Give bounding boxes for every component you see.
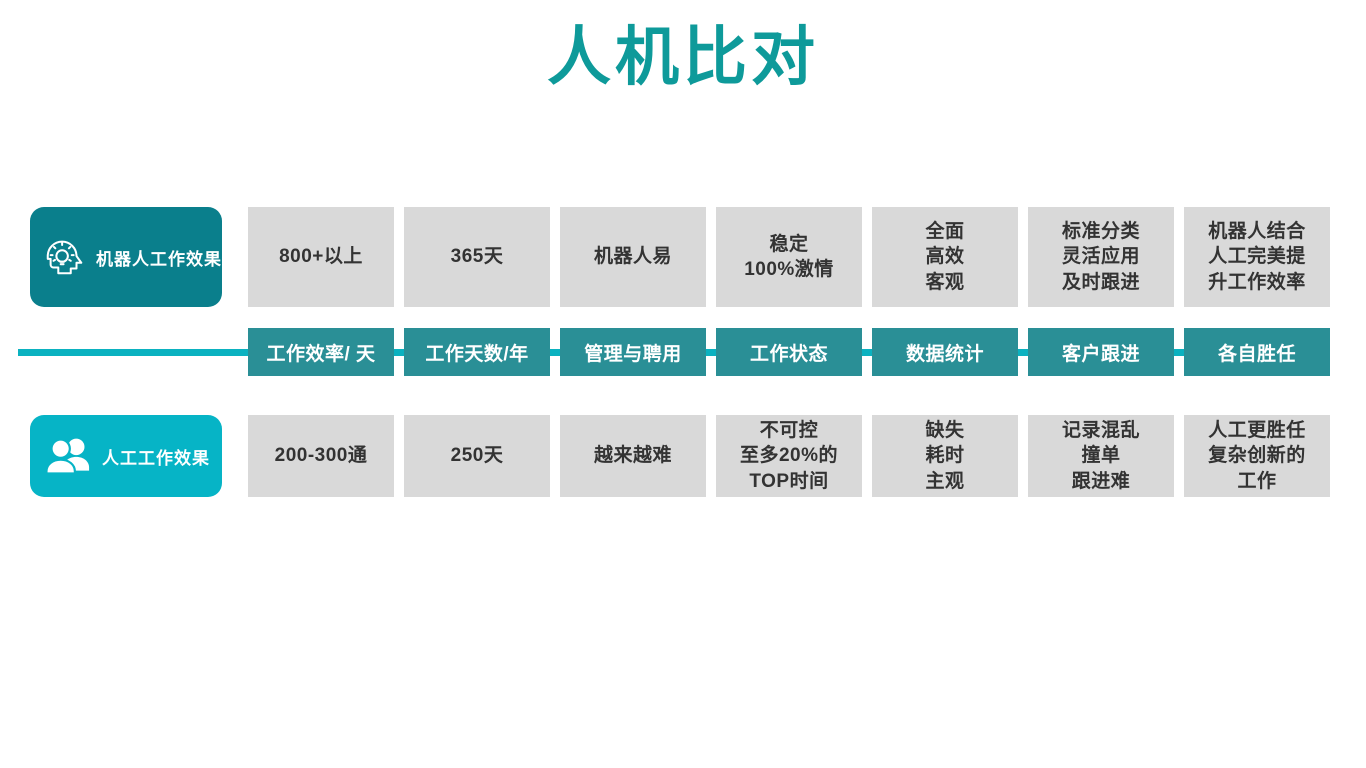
category-chip[interactable]: 客户跟进	[1028, 328, 1174, 376]
table-cell: 365天	[404, 207, 550, 307]
table-cell: 机器人易	[560, 207, 706, 307]
row-label-human-text: 人工工作效果	[102, 448, 210, 468]
chip-connector	[706, 348, 716, 356]
row-label-human[interactable]: 人工工作效果	[30, 415, 222, 497]
strip-lead-line	[18, 349, 253, 356]
table-cell: 缺失 耗时 主观	[872, 415, 1018, 497]
table-cell: 稳定 100%激情	[716, 207, 862, 307]
chip-connector	[550, 348, 560, 356]
category-chip[interactable]: 各自胜任	[1184, 328, 1330, 376]
category-chip[interactable]: 工作效率/ 天	[248, 328, 394, 376]
table-cell: 标准分类 灵活应用 及时跟进	[1028, 207, 1174, 307]
table-cell: 越来越难	[560, 415, 706, 497]
table-cell: 机器人结合 人工完美提 升工作效率	[1184, 207, 1330, 307]
table-cell: 不可控 至多20%的 TOP时间	[716, 415, 862, 497]
table-cell: 人工更胜任 复杂创新的 工作	[1184, 415, 1330, 497]
chip-connector	[1018, 348, 1028, 356]
table-cell: 全面 高效 客观	[872, 207, 1018, 307]
chip-connector	[862, 348, 872, 356]
table-cell: 200-300通	[248, 415, 394, 497]
category-strip: 工作效率/ 天 工作天数/年 管理与聘用 工作状态 数据统计 客户跟进 各自胜任	[248, 328, 1330, 376]
table-cell: 250天	[404, 415, 550, 497]
page-title: 人机比对	[547, 21, 819, 93]
robot-cells-row: 800+以上 365天 机器人易 稳定 100%激情 全面 高效 客观 标准分类…	[248, 207, 1330, 307]
two-people-icon	[42, 434, 94, 478]
category-chip[interactable]: 工作状态	[716, 328, 862, 376]
human-cells-row: 200-300通 250天 越来越难 不可控 至多20%的 TOP时间 缺失 耗…	[248, 415, 1330, 497]
row-label-robot[interactable]: 机器人工作效果	[30, 207, 222, 307]
category-chip[interactable]: 数据统计	[872, 328, 1018, 376]
head-lightbulb-icon	[42, 234, 88, 280]
chip-connector	[394, 348, 404, 356]
table-cell: 800+以上	[248, 207, 394, 307]
category-chip[interactable]: 管理与聘用	[560, 328, 706, 376]
row-label-robot-text: 机器人工作效果	[96, 249, 222, 269]
table-cell: 记录混乱 撞单 跟进难	[1028, 415, 1174, 497]
chip-connector	[1174, 348, 1184, 356]
category-chip[interactable]: 工作天数/年	[404, 328, 550, 376]
